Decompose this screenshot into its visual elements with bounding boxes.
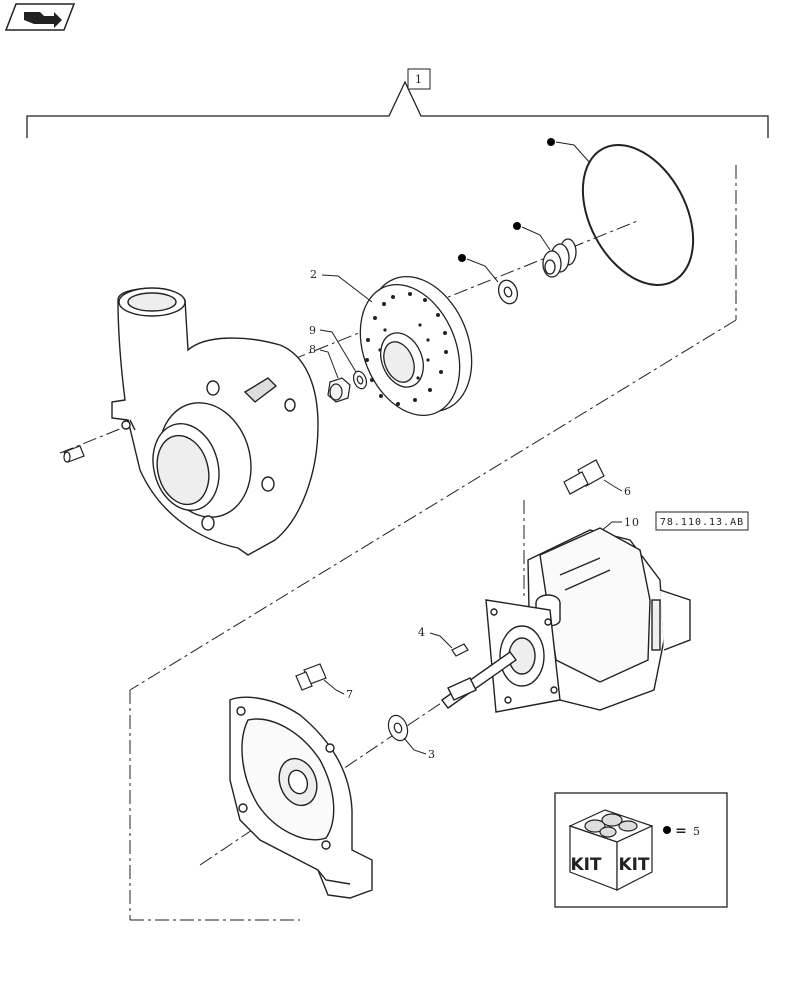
assembly-label-box xyxy=(407,68,431,90)
callout-9: 9 xyxy=(309,324,317,337)
pump-volute-housing xyxy=(111,287,319,556)
impeller-plate xyxy=(359,276,473,417)
kit-washer xyxy=(497,279,519,305)
kit-legend-item: 5 xyxy=(693,825,701,838)
kit-legend: KIT KIT = 5 xyxy=(554,792,728,908)
motor-adapter-bracket xyxy=(229,696,373,899)
shaft-key xyxy=(451,643,469,657)
reference-box[interactable] xyxy=(655,511,749,531)
kit-bullet-seal xyxy=(513,222,521,230)
drain-plug xyxy=(63,445,85,463)
kit-text-left: KIT xyxy=(570,855,601,875)
callout-2: 2 xyxy=(310,268,318,281)
assembly-label: 1 xyxy=(415,73,423,86)
bolt-7 xyxy=(295,663,327,691)
cap-screw-6 xyxy=(563,459,605,495)
callout-6: 6 xyxy=(624,485,632,498)
kit-legend-bullet xyxy=(663,826,671,834)
o-ring xyxy=(581,144,695,286)
washer-3 xyxy=(387,714,409,742)
kit-bullet-oring xyxy=(547,138,555,146)
reference-box-label[interactable]: 78.110.13.AB xyxy=(660,517,744,528)
callout-8: 8 xyxy=(309,343,317,356)
mechanical-seal xyxy=(542,238,577,278)
callout-10: 10 xyxy=(624,516,640,529)
kit-bullet-washer xyxy=(458,254,466,262)
callout-7: 7 xyxy=(346,688,354,701)
impeller-washer xyxy=(352,370,368,390)
hydraulic-motor xyxy=(441,527,691,713)
impeller-nut xyxy=(327,377,351,403)
kit-text-right: KIT xyxy=(618,855,649,875)
kit-legend-equals: = xyxy=(675,823,687,839)
kit-box-icon xyxy=(568,809,654,891)
callout-3: 3 xyxy=(428,748,436,761)
callout-4: 4 xyxy=(418,626,426,639)
nav-book-icon[interactable] xyxy=(4,3,76,31)
assembly-bracket xyxy=(26,80,769,138)
